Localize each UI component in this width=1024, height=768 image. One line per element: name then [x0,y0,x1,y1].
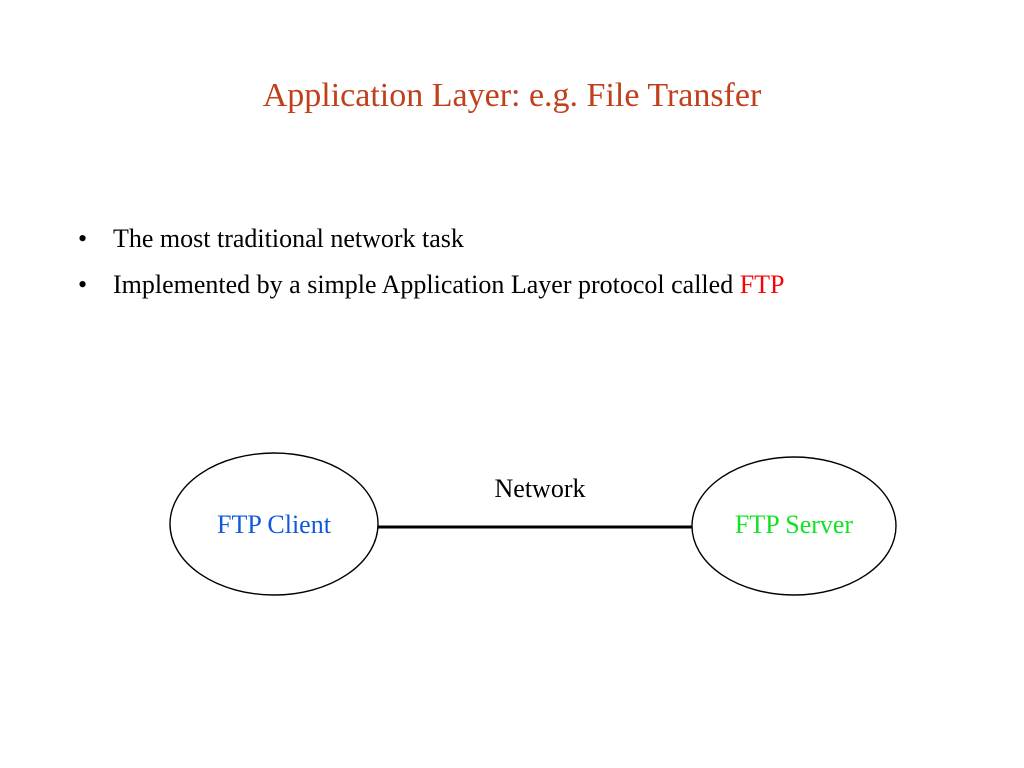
list-item: • Implemented by a simple Application La… [74,268,894,302]
bullet-point-icon: • [78,270,88,299]
list-item-text: The most traditional network task [113,224,464,253]
bullet-point-icon: • [78,224,88,253]
ftp-client-node-label: FTP Client [217,510,331,539]
list-item-text: Implemented by a simple Application Laye… [113,268,853,302]
list-item: • The most traditional network task [74,222,894,256]
ftp-server-node-label: FTP Server [734,510,854,539]
page-title: Application Layer: e.g. File Transfer [262,77,762,114]
network-link-label: Network [494,474,586,503]
list-item-text-prefix: Implemented by a simple Application Laye… [113,270,740,299]
list-item-text-highlight: FTP [739,270,785,299]
bullet-list: • The most traditional network task • Im… [74,222,894,302]
